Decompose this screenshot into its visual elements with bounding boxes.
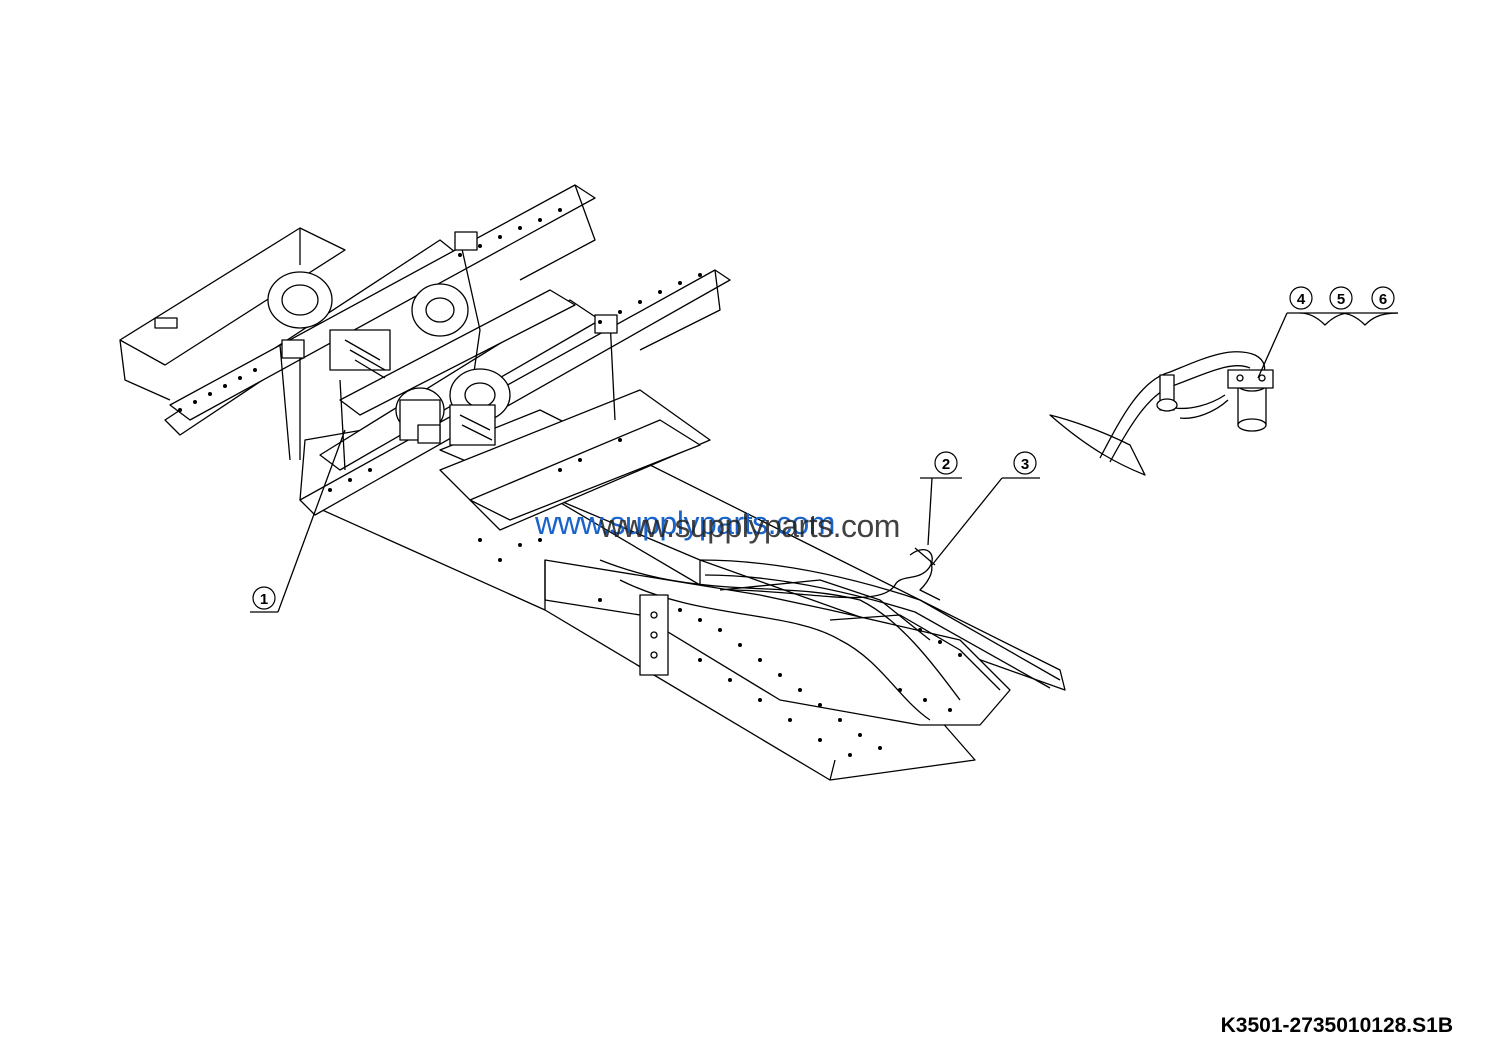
cable-harness — [729, 547, 941, 601]
callout-2: 2 — [934, 451, 958, 475]
engine-components — [154, 231, 618, 446]
callout-label: 2 — [942, 456, 950, 473]
callout-label: 6 — [1379, 291, 1387, 308]
watermark-text: www.supplyparts.com — [535, 505, 835, 541]
callout-label: 4 — [1297, 291, 1306, 308]
watermark-text: www.supplyparts.com — [600, 508, 900, 544]
callout-6: 6 — [1371, 286, 1395, 310]
callout-label: 3 — [1021, 456, 1029, 473]
callout-label: 5 — [1337, 291, 1345, 308]
callout-5: 5 — [1329, 286, 1353, 310]
detail-view — [1049, 351, 1274, 476]
callout-4: 4 — [1289, 286, 1313, 310]
leader-lines — [250, 312, 1399, 613]
bolt-holes — [178, 208, 962, 757]
callout-label: 1 — [260, 591, 268, 608]
drawing-code: K3501-2735010128.S1B — [1220, 1014, 1453, 1037]
side-bracket — [639, 594, 669, 676]
callout-1: 1 — [252, 586, 276, 610]
callout-3: 3 — [1013, 451, 1037, 475]
